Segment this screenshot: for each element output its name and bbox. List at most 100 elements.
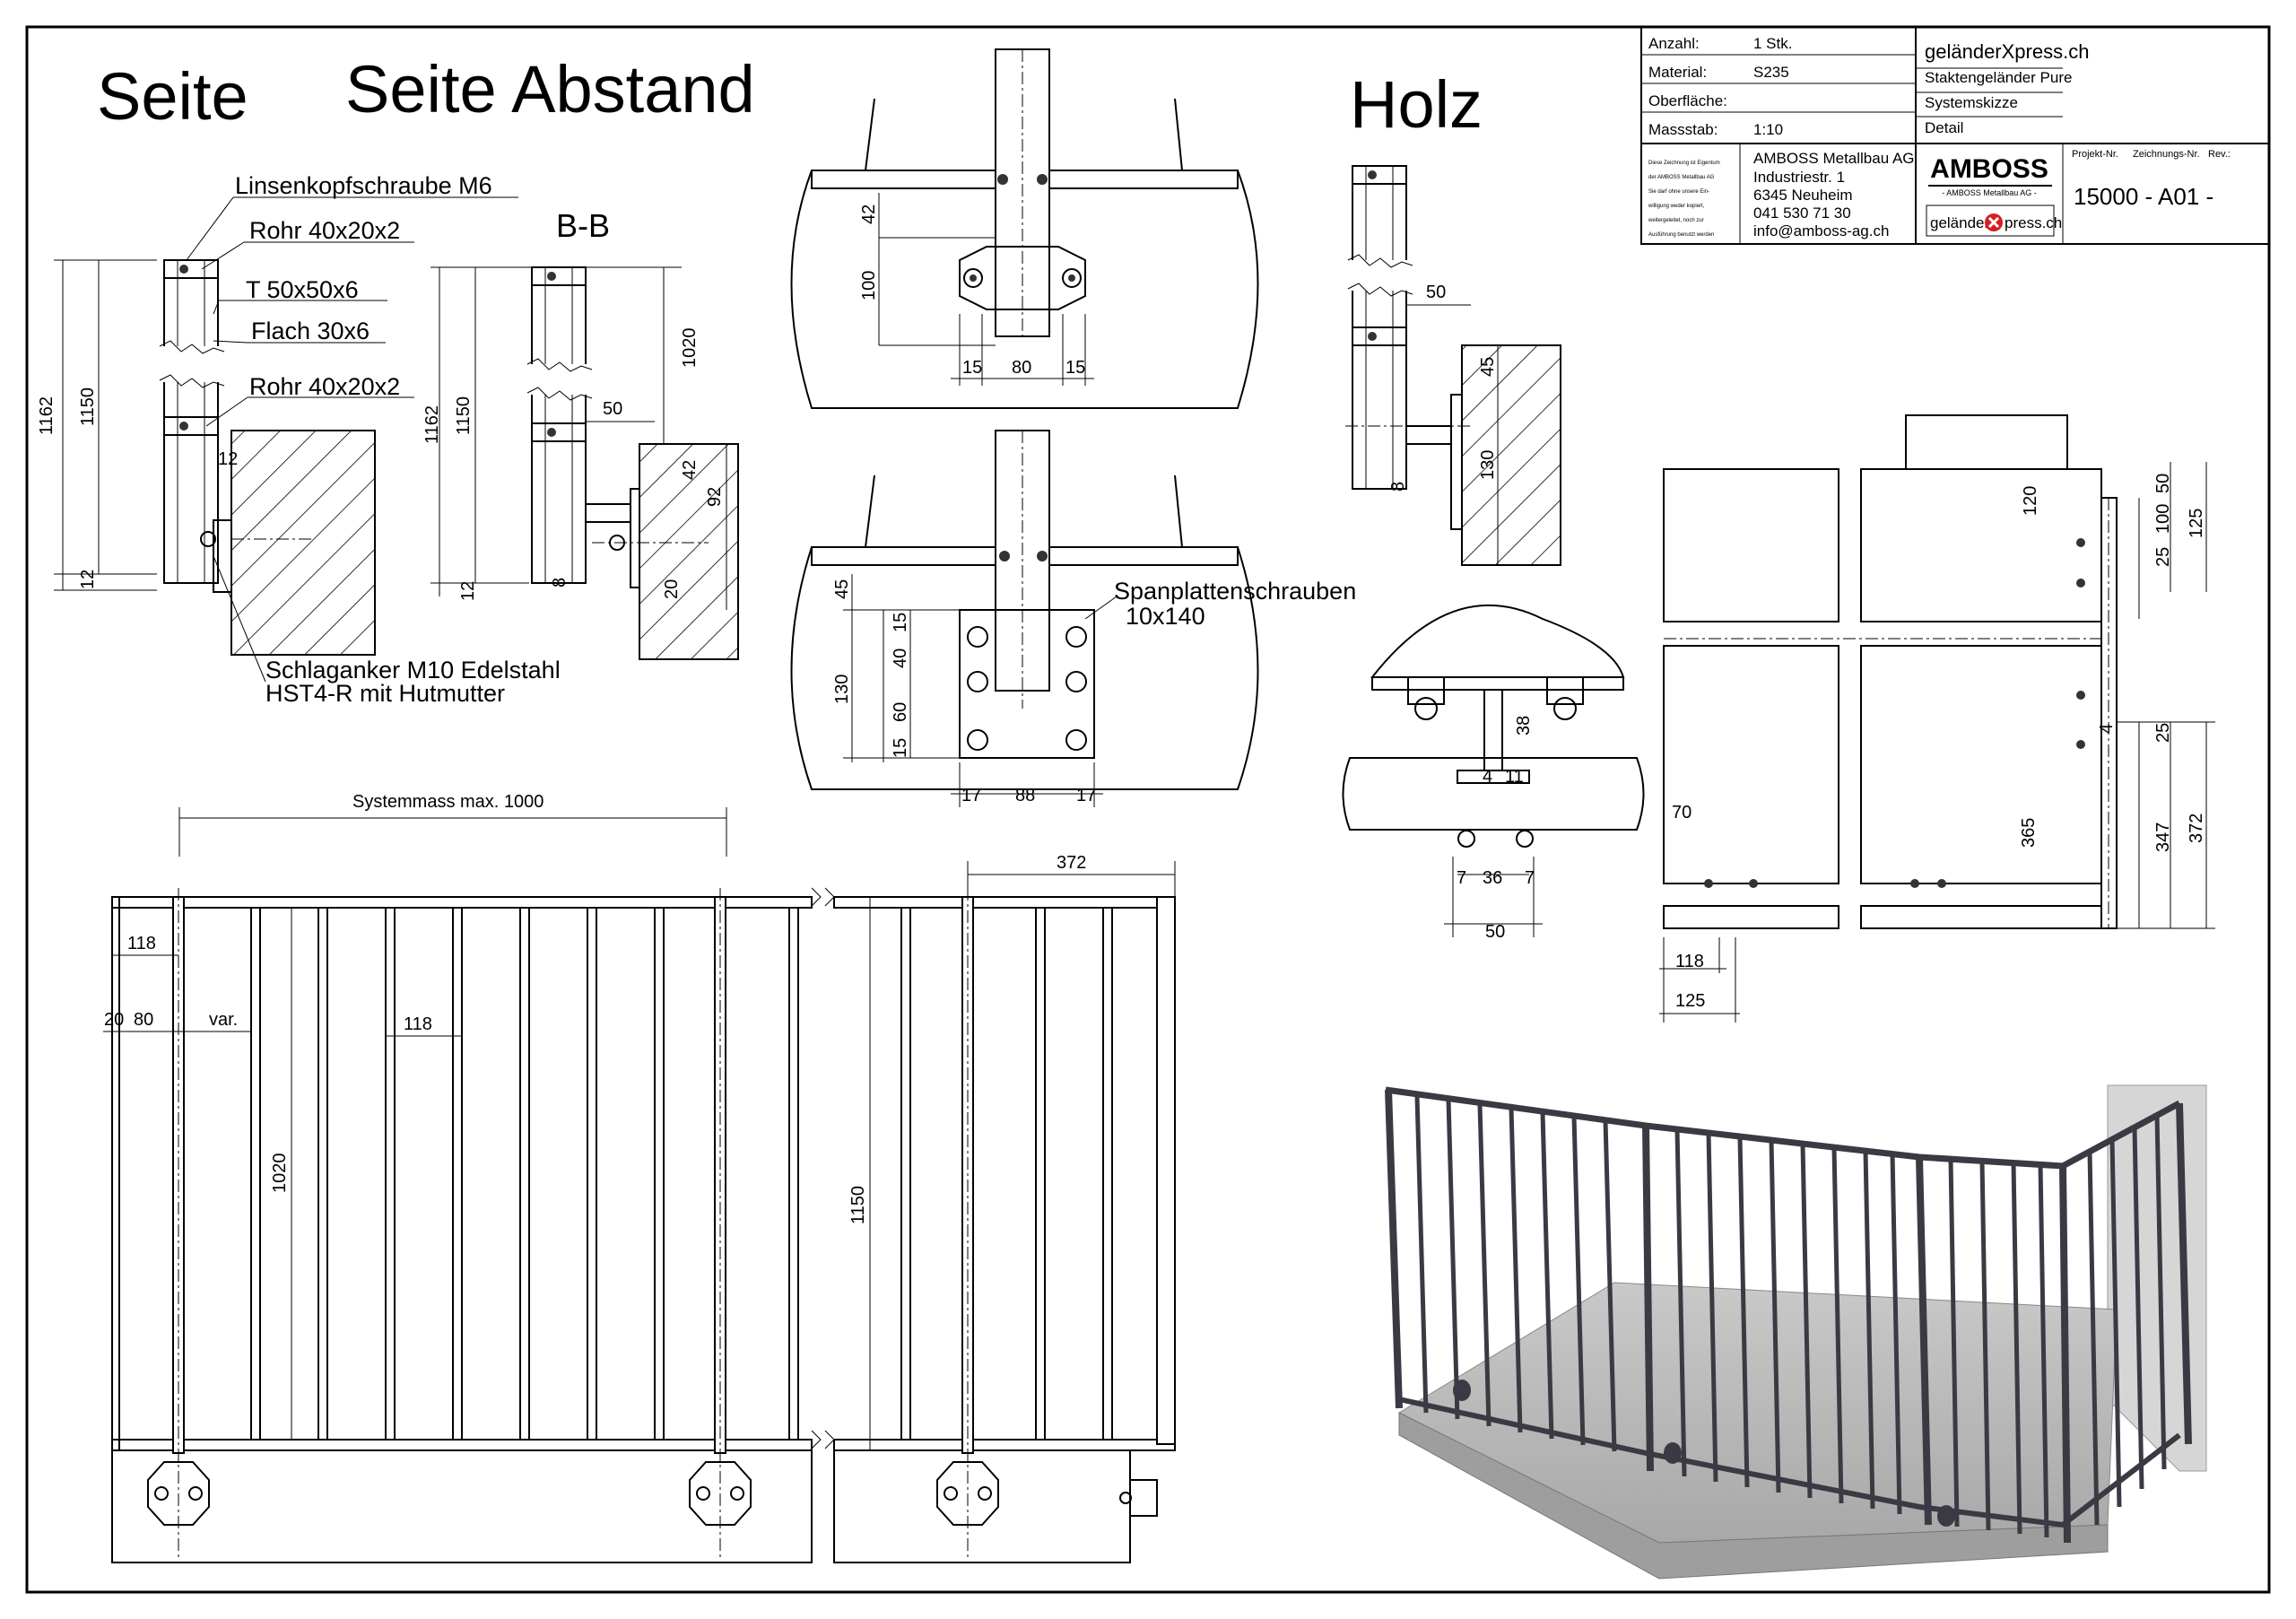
svg-text:120: 120 [2021,486,2040,516]
svg-text:12: 12 [458,581,478,601]
svg-text:AMBOSS: AMBOSS [1930,154,2048,184]
svg-text:1020: 1020 [270,1153,290,1194]
svg-text:12: 12 [78,570,98,589]
svg-text:15: 15 [962,358,982,378]
view-plan-square: 45 130 15 40 60 15 17 88 17 Spanplattens… [790,430,1356,807]
svg-text:10x140: 10x140 [1126,603,1205,630]
balcony-3d-render [1385,1084,2207,1580]
svg-text:- AMBOSS Metallbau AG -: - AMBOSS Metallbau AG - [1942,188,2037,197]
svg-text:17: 17 [1076,786,1096,805]
svg-text:4: 4 [1483,767,1492,787]
svg-text:50: 50 [2153,474,2173,493]
view-rail-section: 38 4 11 7 36 7 50 [1342,604,1645,942]
svg-text:Spanplattenschrauben: Spanplattenschrauben [1114,578,1356,605]
svg-text:125: 125 [1675,991,1705,1011]
svg-text:7: 7 [1457,868,1466,888]
svg-text:92: 92 [705,487,725,507]
svg-text:info@amboss-ag.ch: info@amboss-ag.ch [1753,222,1889,239]
view-plan-octagon: 42 100 15 80 15 [790,48,1259,409]
svg-text:Staktengeländer Pure: Staktengeländer Pure [1925,69,2072,86]
svg-text:Diese Zeichnung ist Eigentum: Diese Zeichnung ist Eigentum [1648,161,1720,166]
section-label-bb: B-B [556,207,610,244]
svg-text:20: 20 [104,1010,124,1030]
svg-text:38: 38 [1514,716,1534,736]
svg-text:45: 45 [832,579,852,599]
svg-text:Ausführung benutzt werden: Ausführung benutzt werden [1648,232,1714,238]
svg-text:125: 125 [2187,509,2206,538]
gelaenderxpress-logo: geländer press.ch [1926,205,2062,237]
balusters [250,907,1113,1441]
svg-text:12: 12 [218,449,238,469]
svg-text:Systemmass max. 1000: Systemmass max. 1000 [352,792,544,812]
svg-text:press.ch: press.ch [2005,214,2062,231]
svg-text:Material:: Material: [1648,64,1707,81]
view-title-seite: Seite [97,59,248,134]
svg-text:70: 70 [1672,803,1692,823]
svg-text:40: 40 [891,648,910,668]
svg-text:88: 88 [1015,786,1035,805]
svg-text:1150: 1150 [78,387,98,426]
svg-text:Oberfläche:: Oberfläche: [1648,92,1727,109]
svg-text:100: 100 [2153,504,2173,534]
svg-text:geländer: geländer [1930,214,1990,231]
svg-text:willigung weder kopiert,: willigung weder kopiert, [1648,204,1705,209]
svg-text:118: 118 [404,1014,432,1034]
svg-text:Schlaganker M10 Edelstahl: Schlaganker M10 Edelstahl [265,657,561,683]
svg-text:der AMBOSS Metallbau AG: der AMBOSS Metallbau AG [1648,175,1715,180]
svg-text:geländerXpress.ch: geländerXpress.ch [1925,40,2089,63]
svg-text:Rohr 40x20x2: Rohr 40x20x2 [249,217,400,244]
svg-text:42: 42 [859,205,879,224]
svg-text:8: 8 [1388,482,1408,492]
svg-text:Industriestr. 1: Industriestr. 1 [1753,169,1845,186]
svg-text:50: 50 [1485,922,1505,942]
svg-text:Anzahl:: Anzahl: [1648,35,1700,52]
svg-text:15: 15 [891,738,910,758]
svg-text:Flach 30x6: Flach 30x6 [251,318,370,344]
svg-text:4: 4 [2097,724,2117,734]
svg-text:25: 25 [2153,547,2173,567]
svg-text:365: 365 [2019,818,2039,848]
svg-text:Projekt-Nr.: Projekt-Nr. [2072,149,2118,160]
svg-text:11: 11 [1505,767,1524,787]
svg-text:130: 130 [1478,450,1498,480]
svg-text:6345 Neuheim: 6345 Neuheim [1753,187,1853,204]
view-front-elevation: Systemmass max. 1000 [103,792,1176,1563]
svg-text:7: 7 [1525,868,1535,888]
svg-text:118: 118 [1675,952,1704,971]
svg-text:041 530 71 30: 041 530 71 30 [1753,205,1851,222]
svg-text:15: 15 [1065,358,1085,378]
svg-text:20: 20 [662,579,682,599]
view-seite: 1162 1150 12 12 Linsenkopfschraube M6 Ro… [37,172,561,707]
svg-text:80: 80 [134,1010,153,1030]
svg-text:372: 372 [1057,853,1086,873]
svg-text:130: 130 [832,675,852,704]
svg-text:Rev.:: Rev.: [2208,149,2231,160]
svg-text:var.: var. [209,1010,238,1030]
svg-text:36: 36 [1483,868,1502,888]
svg-text:42: 42 [680,460,700,480]
sheet-frame [25,25,2271,1594]
svg-text:Sie darf ohne unsere Ein-: Sie darf ohne unsere Ein- [1648,189,1709,195]
svg-text:15: 15 [891,613,910,632]
svg-text:25: 25 [2153,723,2173,743]
svg-text:Linsenkopfschraube M6: Linsenkopfschraube M6 [235,172,492,199]
svg-text:17: 17 [961,786,981,805]
svg-text:1150: 1150 [848,1186,868,1224]
svg-text:Zeichnungs-Nr.: Zeichnungs-Nr. [2133,149,2200,160]
svg-text:372: 372 [2187,814,2206,843]
title-block: Anzahl: 1 Stk. Material: S235 Oberfläche… [1640,26,2270,245]
svg-text:100: 100 [859,271,879,300]
svg-text:118: 118 [127,934,156,953]
svg-text:8: 8 [550,578,570,588]
svg-text:45: 45 [1478,357,1498,377]
svg-text:50: 50 [603,399,622,419]
svg-text:Rohr 40x20x2: Rohr 40x20x2 [249,373,400,400]
svg-text:HST4-R mit Hutmutter: HST4-R mit Hutmutter [265,680,505,707]
svg-text:1020: 1020 [680,328,700,369]
svg-text:1150: 1150 [454,396,474,435]
amboss-logo: AMBOSS - AMBOSS Metallbau AG - [1928,154,2052,197]
view-corner-elevation: 120 50 100 125 25 4 25 365 347 372 70 11… [1659,414,2215,1023]
svg-text:50: 50 [1426,283,1446,302]
svg-text:1 Stk.: 1 Stk. [1753,35,1792,52]
